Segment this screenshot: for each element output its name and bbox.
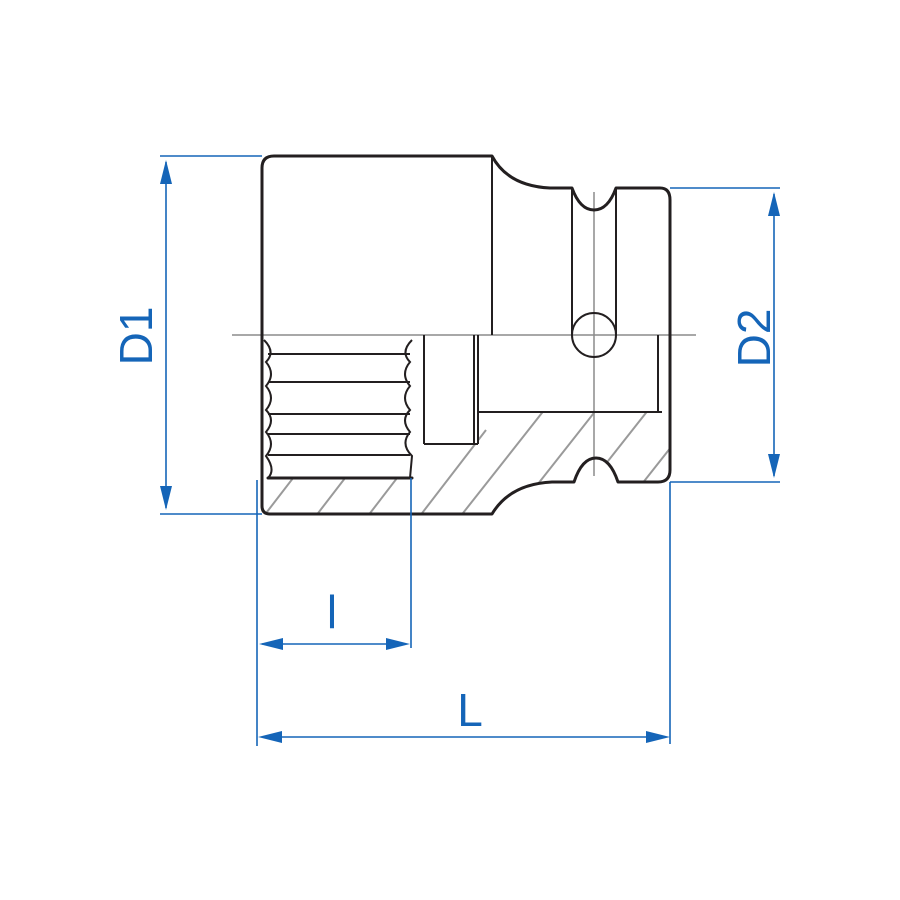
arrow-left-icon xyxy=(258,731,282,743)
dimension-d1: D1 xyxy=(110,155,262,515)
dimension-label-d1: D1 xyxy=(110,307,162,366)
arrow-up-icon xyxy=(768,192,780,216)
dimension-l-total: L xyxy=(258,482,671,744)
arrow-right-icon xyxy=(646,731,670,743)
arrow-right-icon xyxy=(386,638,410,650)
centerlines xyxy=(232,192,696,476)
socket-outline xyxy=(260,154,672,516)
dimension-label-l-total: L xyxy=(457,684,483,736)
arrow-down-icon xyxy=(160,486,172,510)
section-hatching xyxy=(262,412,670,514)
broach-profile xyxy=(263,339,414,480)
dimension-d2: D2 xyxy=(670,187,780,483)
dimension-label-l-small: l xyxy=(327,586,337,638)
arrow-left-icon xyxy=(259,638,283,650)
dimension-label-d2: D2 xyxy=(728,309,780,368)
dimension-l-small: l xyxy=(256,478,412,746)
arrow-down-icon xyxy=(768,454,780,478)
arrow-up-icon xyxy=(160,160,172,184)
